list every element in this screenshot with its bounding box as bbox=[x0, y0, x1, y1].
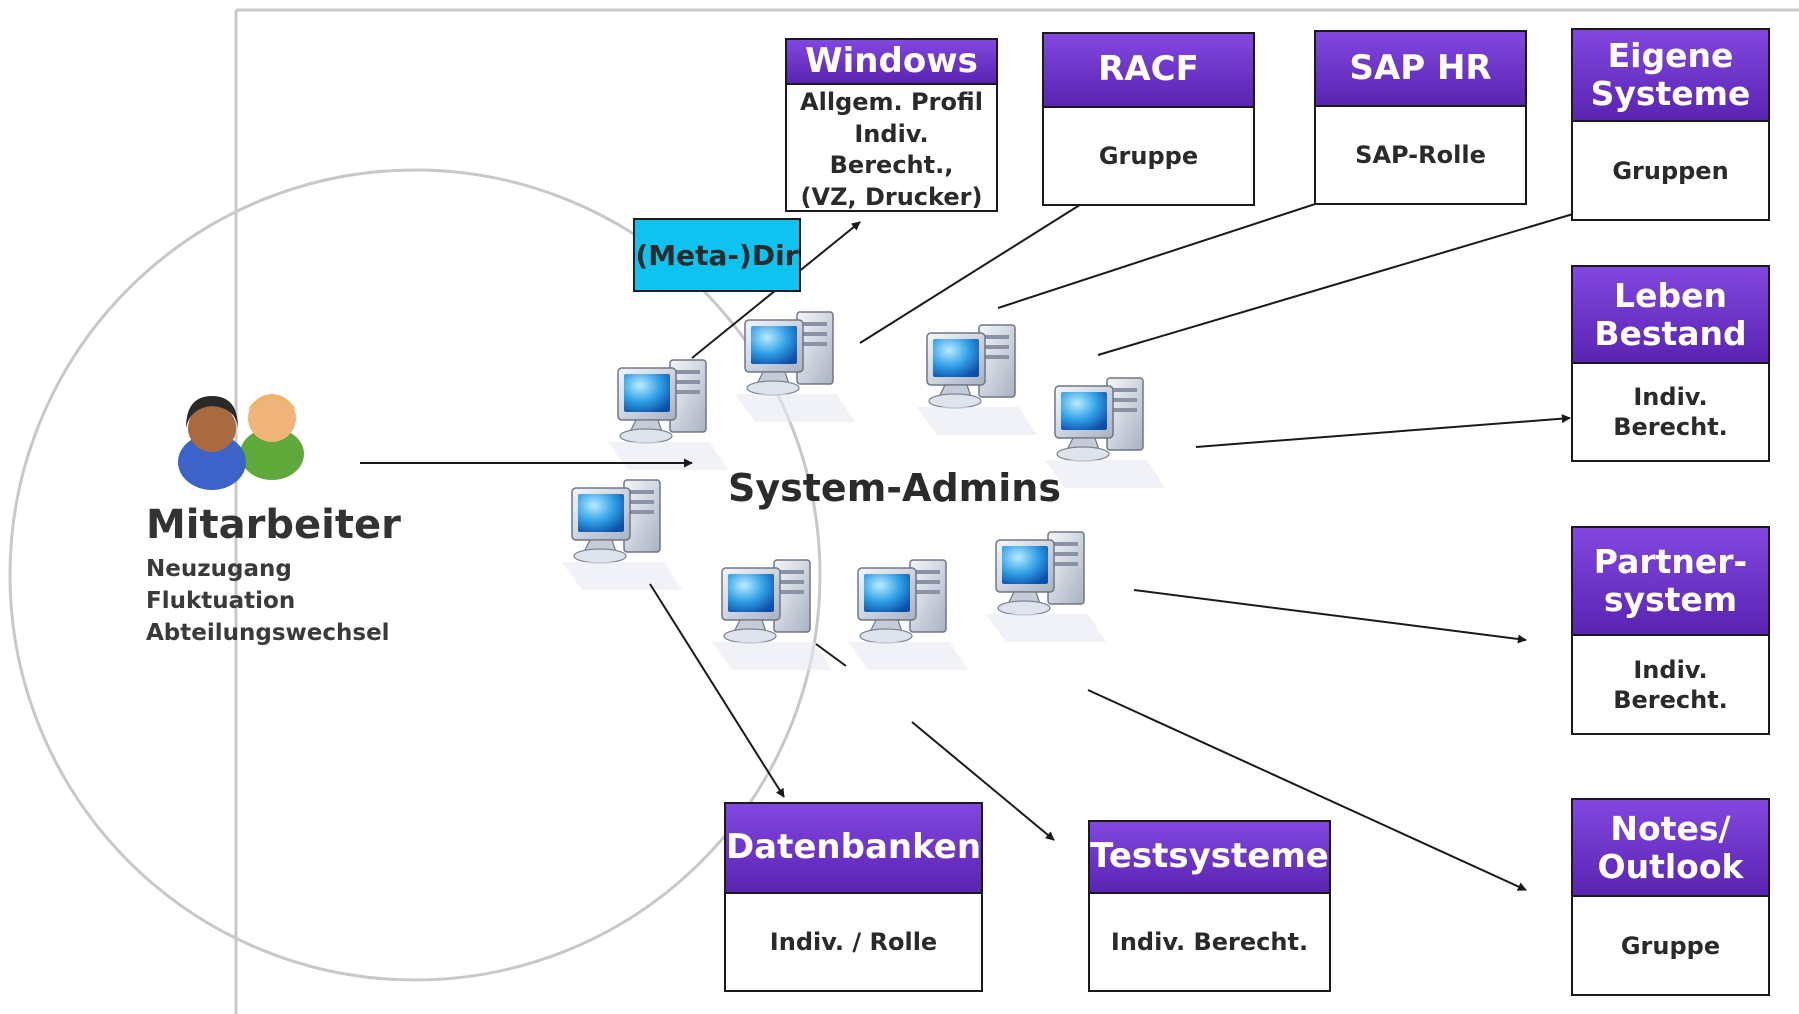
employee-event: Neuzugang bbox=[146, 556, 292, 582]
system-title: Notes/Outlook bbox=[1573, 800, 1768, 897]
system-box-windows: Windows Allgem. Profil Indiv. Berecht., … bbox=[785, 38, 998, 212]
detail-line: Gruppe bbox=[1620, 931, 1721, 960]
system-detail: Gruppen bbox=[1573, 122, 1768, 219]
detail-line: SAP-Rolle bbox=[1355, 141, 1486, 169]
system-box-notes-outlook: Notes/Outlook Gruppe bbox=[1571, 798, 1770, 996]
system-box-sap-hr: SAP HR SAP-Rolle bbox=[1314, 30, 1527, 205]
system-detail: Indiv. Berecht. bbox=[1090, 894, 1329, 990]
system-title: Windows bbox=[787, 40, 996, 86]
detail-line: (VZ, Drucker) bbox=[800, 183, 983, 212]
computer-icon bbox=[985, 531, 1107, 643]
system-detail: Gruppe bbox=[1573, 897, 1768, 994]
detail-line: Indiv. Berecht., bbox=[829, 119, 954, 180]
system-box-racf: RACF Gruppe bbox=[1042, 32, 1255, 206]
detail-line: Allgem. Profil bbox=[800, 88, 983, 117]
computer-icon bbox=[847, 559, 969, 671]
computer-icon bbox=[561, 479, 683, 591]
meta-dir-box: (Meta-)Dir bbox=[633, 218, 801, 292]
system-title: Datenbanken bbox=[726, 804, 981, 894]
meta-dir-label: (Meta-)Dir bbox=[635, 238, 799, 272]
detail-line: Indiv. Berecht. bbox=[1613, 655, 1728, 714]
computer-icon bbox=[916, 324, 1038, 436]
computer-icon bbox=[734, 311, 856, 423]
employee-event: Abteilungswechsel bbox=[146, 620, 390, 646]
employee-event: Fluktuation bbox=[146, 588, 296, 614]
system-title: RACF bbox=[1044, 34, 1253, 108]
system-box-testsysteme: Testsysteme Indiv. Berecht. bbox=[1088, 820, 1331, 992]
computer-icon bbox=[1044, 377, 1166, 489]
computer-icon bbox=[711, 559, 833, 671]
system-box-partnersystem: Partner-system Indiv. Berecht. bbox=[1571, 526, 1770, 735]
detail-line: Gruppen bbox=[1612, 156, 1729, 185]
system-title: Testsysteme bbox=[1090, 822, 1329, 894]
system-detail: SAP-Rolle bbox=[1316, 107, 1525, 203]
system-title: Partner-system bbox=[1573, 528, 1768, 636]
users-icon bbox=[178, 394, 304, 490]
system-title: SAP HR bbox=[1316, 32, 1525, 107]
detail-line: Gruppe bbox=[1098, 142, 1199, 170]
system-box-datenbanken: Datenbanken Indiv. / Rolle bbox=[724, 802, 983, 992]
system-detail: Allgem. Profil Indiv. Berecht., (VZ, Dru… bbox=[787, 85, 996, 216]
detail-line: Indiv. Berecht. bbox=[1110, 928, 1309, 956]
detail-line: Indiv. / Rolle bbox=[769, 928, 938, 956]
system-admins-label: System-Admins bbox=[728, 466, 1061, 510]
system-detail: Indiv. Berecht. bbox=[1573, 364, 1768, 460]
computer-icon bbox=[607, 359, 729, 471]
detail-line: Indiv. Berecht. bbox=[1613, 383, 1728, 441]
system-detail: Indiv. / Rolle bbox=[726, 894, 981, 990]
system-detail: Gruppe bbox=[1044, 108, 1253, 204]
system-detail: Indiv. Berecht. bbox=[1573, 636, 1768, 733]
employee-title: Mitarbeiter bbox=[146, 502, 401, 548]
